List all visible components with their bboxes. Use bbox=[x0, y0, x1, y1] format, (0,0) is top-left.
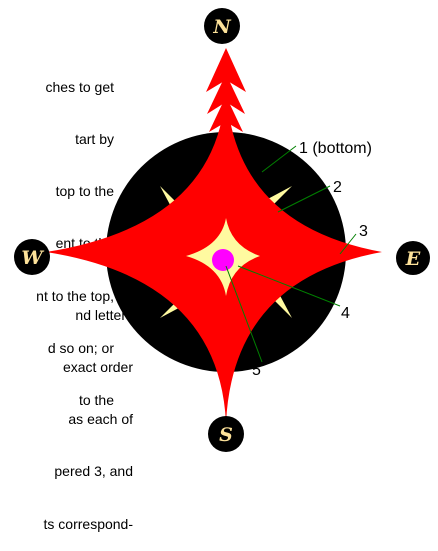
south-badge: S bbox=[208, 416, 244, 452]
callout-label-2: 2 bbox=[333, 179, 342, 196]
center-dot bbox=[212, 249, 234, 271]
callout-label-3: 3 bbox=[359, 223, 368, 240]
west-letter: W bbox=[21, 247, 44, 269]
paragraph-line: ts correspond- bbox=[0, 516, 133, 533]
callout-label-5: 5 bbox=[252, 362, 261, 379]
north-badge: N bbox=[204, 8, 240, 44]
west-badge: W bbox=[14, 239, 50, 275]
east-badge: E bbox=[396, 241, 430, 275]
north-letter: N bbox=[212, 16, 231, 38]
callout-label-4: 4 bbox=[341, 305, 350, 322]
callout-label-1: 1 (bottom) bbox=[299, 140, 372, 157]
south-letter: S bbox=[219, 424, 233, 446]
paragraph-line: pered 3, and bbox=[0, 463, 133, 480]
compass-rose-diagram: 1 (bottom) 2 3 4 5 N E S W bbox=[0, 0, 438, 455]
east-letter: E bbox=[405, 248, 421, 270]
